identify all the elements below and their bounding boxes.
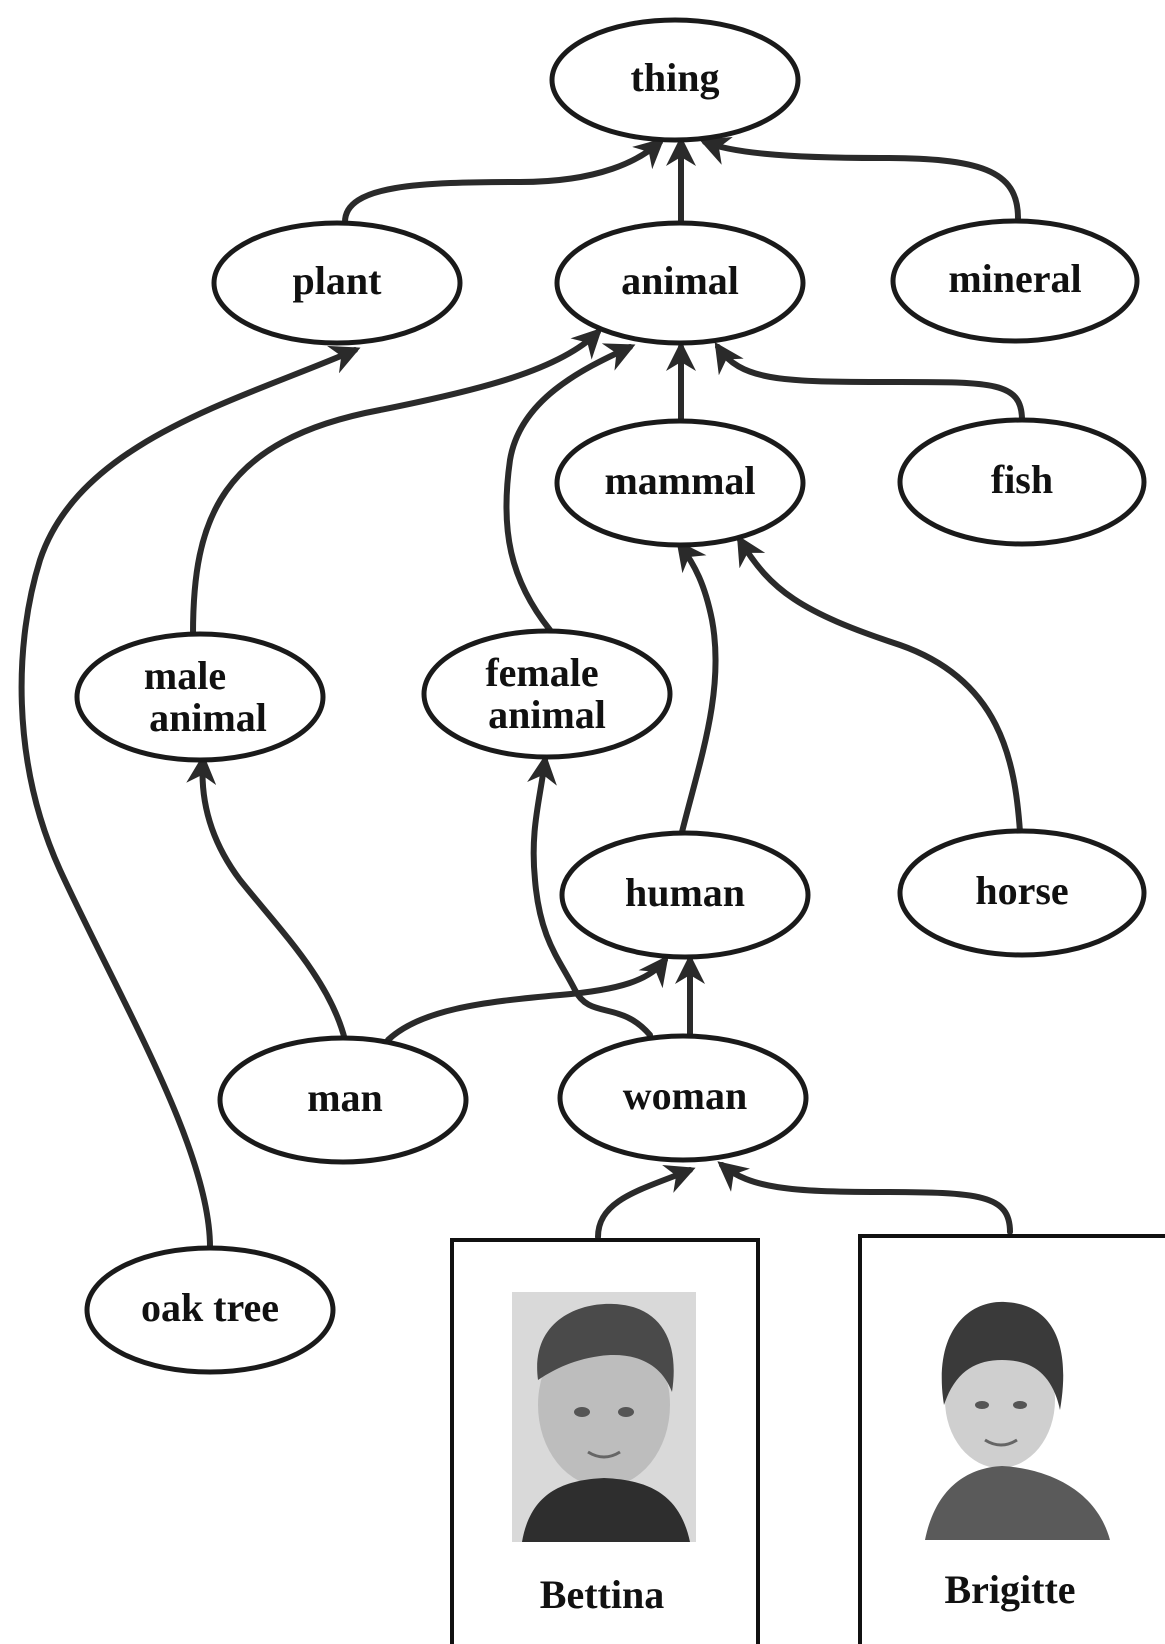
edge-male-animal-animal — [190, 327, 603, 637]
node-male-animal-label: male animal — [144, 653, 267, 740]
edge-fish-animal — [714, 342, 1025, 423]
edge-plant-thing — [342, 137, 665, 225]
node-human-label: human — [625, 870, 745, 915]
node-human: human — [559, 830, 811, 960]
caption-brigitte: Brigitte — [944, 1567, 1075, 1612]
node-mineral-label: mineral — [948, 256, 1081, 301]
edge-human-mammal — [676, 540, 719, 835]
node-animal-label: animal — [621, 258, 739, 303]
node-plant-label: plant — [293, 258, 383, 303]
node-fish: fish — [897, 417, 1147, 547]
edge-female-animal-animal — [503, 343, 636, 633]
node-man: man — [217, 1035, 469, 1165]
edge-oak-tree-plant — [18, 345, 361, 1250]
node-mammal: mammal — [554, 418, 806, 548]
node-female-animal: female animal — [421, 628, 673, 760]
node-horse-label: horse — [975, 868, 1068, 913]
nodes: thing plant animal mineral mammal fish m… — [74, 17, 1147, 1375]
node-oak-tree-label: oak tree — [141, 1285, 279, 1330]
node-male-animal: male animal — [74, 631, 326, 763]
node-animal: animal — [554, 220, 806, 346]
edge-man-human — [385, 955, 669, 1043]
node-thing-label: thing — [631, 55, 720, 100]
node-mineral: mineral — [890, 218, 1140, 344]
node-oak-tree: oak tree — [84, 1245, 336, 1375]
edge-brigitte-woman — [717, 1161, 1013, 1235]
instances: Bettina Brigitte — [450, 1234, 1165, 1644]
edges — [18, 136, 1025, 1250]
edge-woman-female-animal — [527, 754, 653, 1038]
node-man-label: man — [307, 1075, 383, 1120]
node-plant: plant — [211, 220, 463, 346]
node-fish-label: fish — [991, 457, 1053, 502]
instance-card-brigitte: Brigitte — [858, 1234, 1165, 1644]
instance-card-bettina: Bettina — [450, 1238, 760, 1644]
person-photo-icon — [512, 1292, 696, 1542]
caption-bettina: Bettina — [540, 1572, 664, 1617]
node-woman: woman — [557, 1033, 809, 1163]
node-thing: thing — [549, 17, 801, 143]
edge-horse-mammal — [736, 534, 1023, 835]
node-female-animal-label: female animal — [485, 650, 608, 737]
node-horse: horse — [897, 828, 1147, 958]
node-woman-label: woman — [623, 1073, 747, 1118]
person-photo-icon — [925, 1301, 1110, 1540]
edge-bettina-woman — [595, 1164, 696, 1240]
edge-mineral-thing — [699, 136, 1021, 221]
node-mammal-label: mammal — [604, 458, 755, 503]
edge-man-male-animal — [186, 754, 348, 1043]
